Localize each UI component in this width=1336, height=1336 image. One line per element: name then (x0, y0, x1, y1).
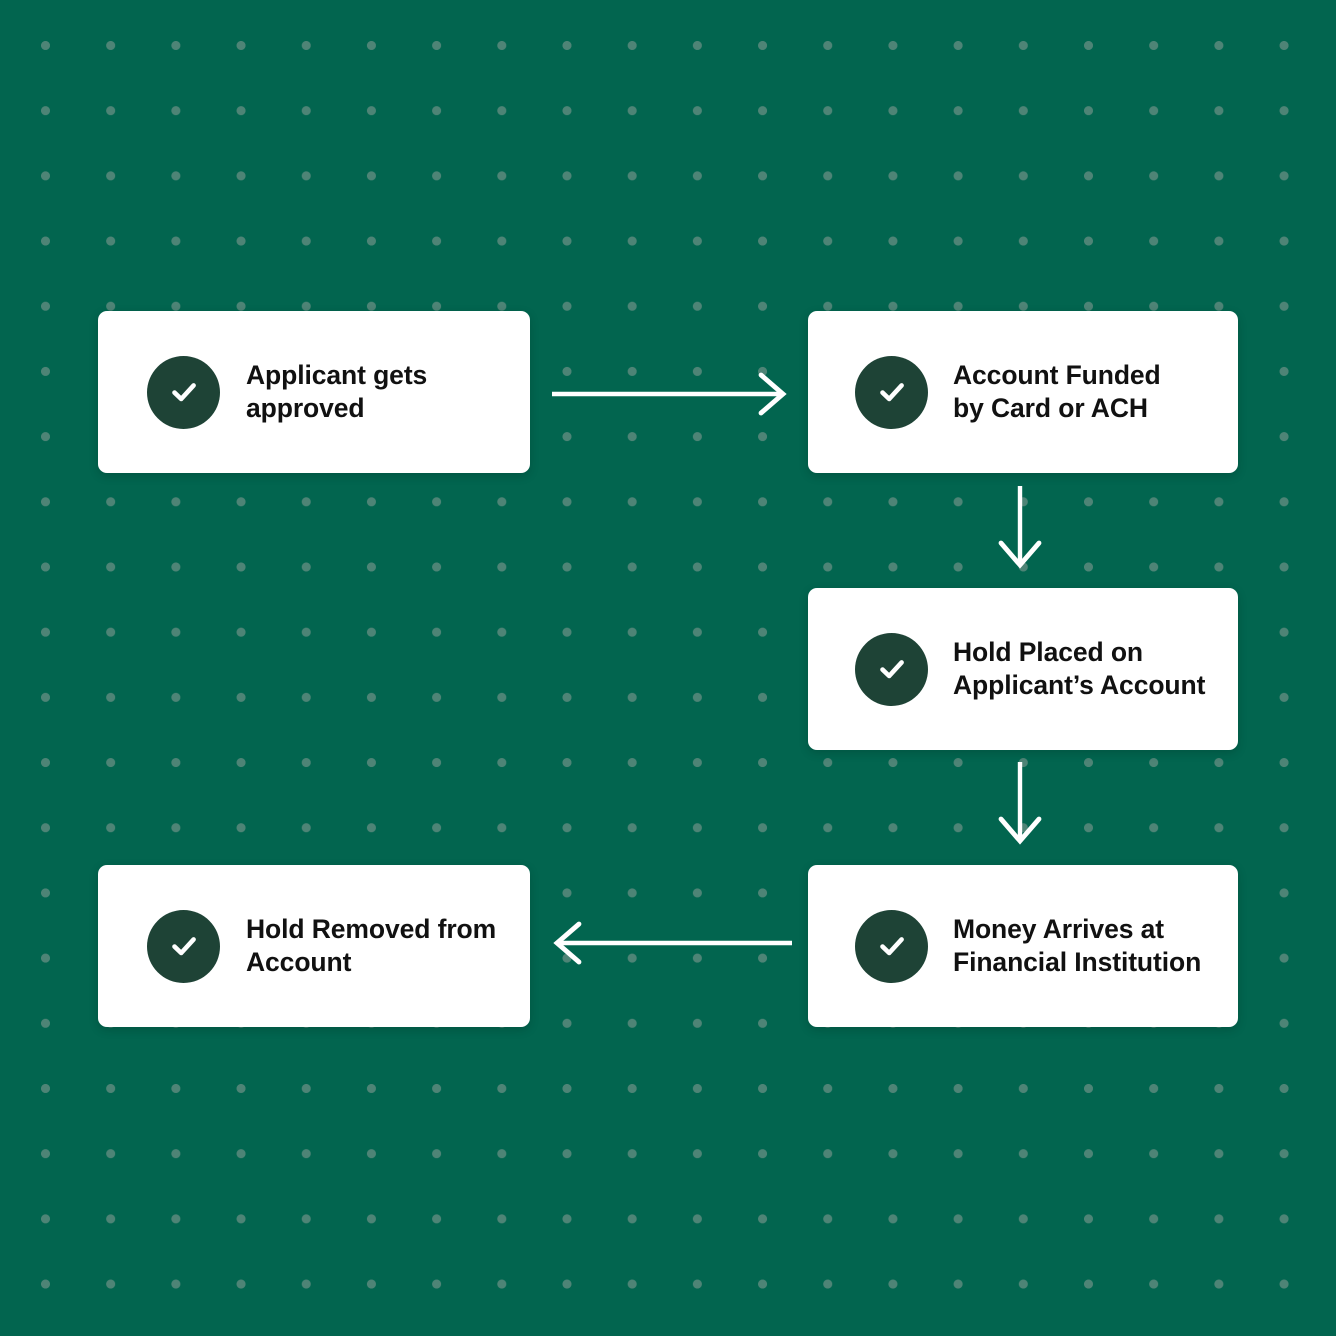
arrow-left-icon (552, 921, 792, 965)
arrow-down-icon (998, 486, 1042, 570)
check-circle-icon (855, 355, 928, 429)
flow-node-label: Hold Placed on Applicant’s Account (953, 637, 1206, 700)
check-circle-icon (855, 909, 928, 983)
arrow-down-icon (998, 762, 1042, 846)
flow-node-label: Money Arrives at Financial Institution (953, 914, 1202, 977)
flow-node-money-arrives[interactable]: Money Arrives at Financial Institution (808, 865, 1238, 1027)
check-circle-icon (147, 355, 220, 429)
flow-node-label: Account Funded by Card or ACH (953, 360, 1161, 423)
flow-node-label: Hold Removed from Account (246, 914, 497, 977)
check-circle-icon (855, 632, 928, 706)
flow-node-approved[interactable]: Applicant gets approved (98, 311, 530, 473)
flow-node-funded[interactable]: Account Funded by Card or ACH (808, 311, 1238, 473)
flow-node-label: Applicant gets approved (246, 360, 428, 423)
flow-node-hold-placed[interactable]: Hold Placed on Applicant’s Account (808, 588, 1238, 750)
arrow-right-icon (552, 372, 788, 416)
check-circle-icon (147, 909, 220, 983)
flow-node-hold-removed[interactable]: Hold Removed from Account (98, 865, 530, 1027)
